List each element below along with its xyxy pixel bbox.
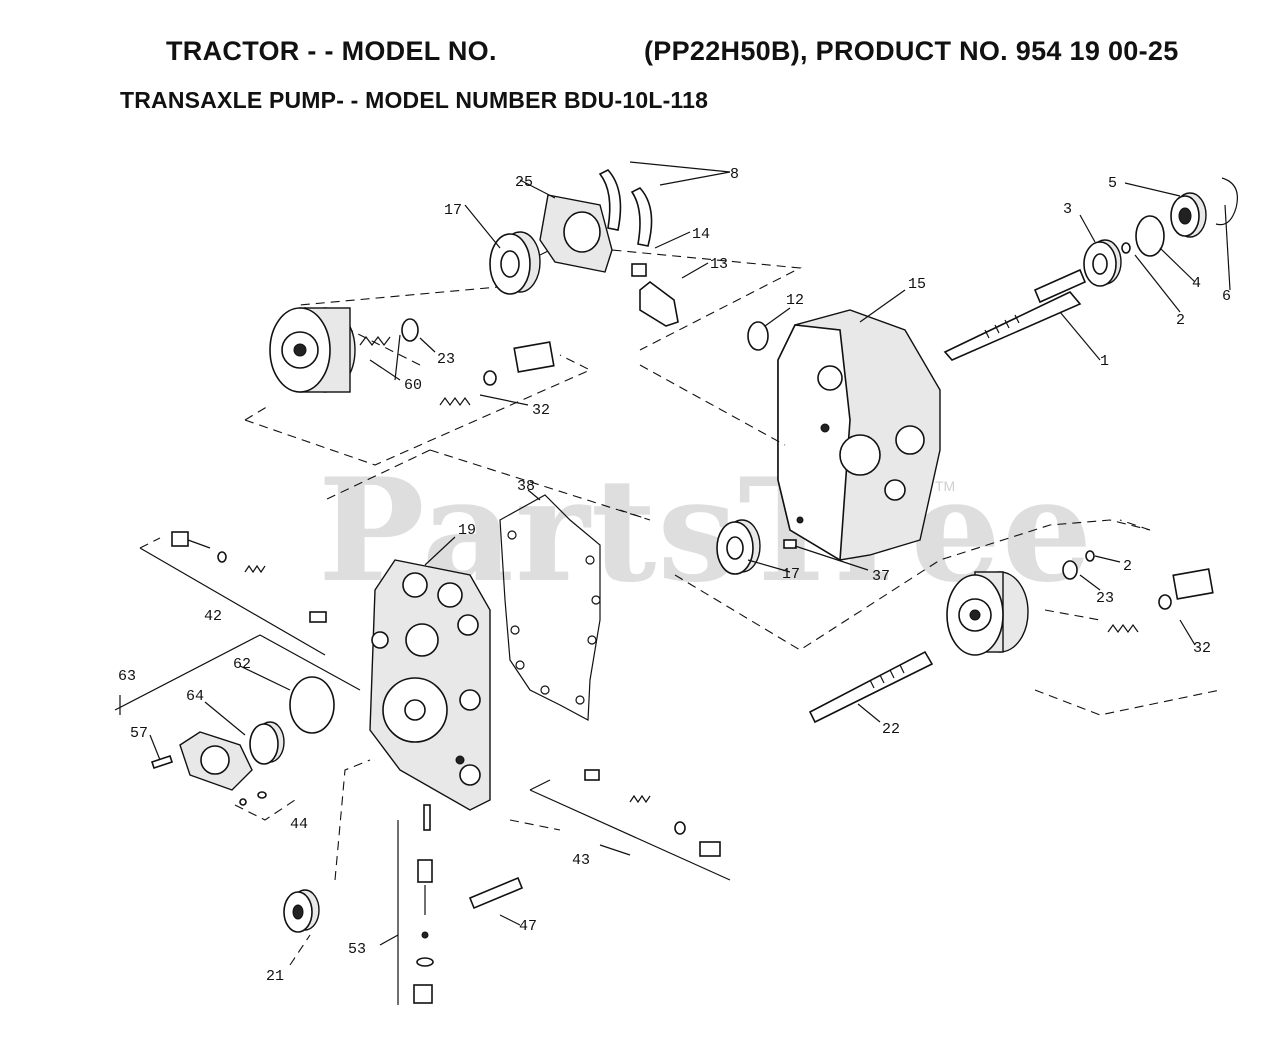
part-seal-21 (283, 889, 320, 933)
callout-37: 37 (872, 568, 890, 585)
part-seal-12 (747, 321, 769, 351)
upper-right-assembly (639, 177, 1238, 651)
page-subtitle-pump-model: TRANSAXLE PUMP- - MODEL NUMBER BDU-10L-1… (120, 87, 709, 113)
part-spring-32a (439, 396, 471, 407)
part-bolt-47 (468, 876, 524, 910)
part-pin-37 (783, 539, 797, 549)
callout-38: 38 (517, 478, 535, 495)
callout-5: 5 (1108, 175, 1117, 192)
part-ring-32a (483, 370, 497, 386)
callout-57: 57 (130, 725, 148, 742)
part-sleeve-32a (513, 341, 555, 373)
part-seal-17-top (489, 231, 541, 295)
part-spring-60 (359, 336, 391, 346)
lower-right-assembly (808, 550, 1221, 724)
callout-6: 6 (1222, 288, 1231, 305)
callout-13: 13 (710, 256, 728, 273)
part-valve-43 (584, 769, 721, 857)
part-bearing-8b (630, 187, 653, 247)
callout-2-top: 2 (1176, 312, 1185, 329)
part-bearing-5 (1170, 192, 1207, 238)
part-spring-32b (1107, 623, 1139, 634)
part-gasket-38 (324, 449, 651, 721)
part-snapring-6 (1215, 177, 1238, 226)
part-washer-2b (1085, 550, 1095, 562)
part-ring-32b (1158, 594, 1172, 610)
part-bolt-57 (150, 754, 174, 770)
part-pump-shaft-22 (808, 650, 934, 724)
part-cover-63 (179, 731, 253, 791)
callout-8: 8 (730, 166, 739, 183)
callout-14: 14 (692, 226, 710, 243)
part-bearing-3 (1083, 239, 1122, 287)
callout-44: 44 (290, 816, 308, 833)
part-swashplate-25 (539, 194, 613, 273)
callout-19: 19 (458, 522, 476, 539)
part-oring-44a (239, 798, 247, 806)
part-bearing-8a (598, 169, 622, 231)
callout-23-top: 23 (437, 351, 455, 368)
callout-23-bottom: 23 (1096, 590, 1114, 607)
callout-64: 64 (186, 688, 204, 705)
part-filter-element-64 (249, 721, 285, 765)
part-cylinder-block (269, 307, 356, 393)
callout-32-bottom: 32 (1193, 640, 1211, 657)
part-trunnion-13 (639, 280, 679, 327)
callout-labels: 8 25 17 14 13 5 3 4 6 2 12 15 1 23 60 32… (118, 166, 1231, 985)
part-sleeve-32b (1172, 568, 1214, 600)
callout-2-bottom: 2 (1123, 558, 1132, 575)
callout-4: 4 (1192, 275, 1201, 292)
callout-15: 15 (908, 276, 926, 293)
callout-22: 22 (882, 721, 900, 738)
part-pump-block-lower (946, 571, 1029, 656)
callout-12: 12 (786, 292, 804, 309)
callout-53: 53 (348, 941, 366, 958)
watermark-trademark: TM (935, 478, 956, 494)
part-washer-23 (401, 318, 419, 342)
upper-left-assembly (244, 161, 802, 466)
part-valve-42 (171, 531, 327, 623)
lower-left-assembly (114, 531, 731, 1005)
callout-21: 21 (266, 968, 284, 985)
part-washer-23b (1062, 560, 1078, 580)
part-valve-53 (413, 804, 434, 1004)
callout-25: 25 (515, 174, 533, 191)
callout-47: 47 (519, 918, 537, 935)
callout-62: 62 (233, 656, 251, 673)
part-filter-62 (289, 676, 335, 734)
part-ring-4 (1135, 215, 1165, 257)
part-housing-15 (777, 309, 941, 562)
part-center-plate-19 (369, 536, 491, 811)
part-seal-17-bottom (716, 519, 761, 575)
part-input-shaft-1 (943, 268, 1087, 361)
callout-60: 60 (404, 377, 422, 394)
page-title-product: (PP22H50B), PRODUCT NO. 954 19 00-25 (644, 36, 1179, 66)
callout-1: 1 (1100, 353, 1109, 370)
callout-63: 63 (118, 668, 136, 685)
callout-42: 42 (204, 608, 222, 625)
callout-3: 3 (1063, 201, 1072, 218)
callout-32-top: 32 (532, 402, 550, 419)
callout-17-top: 17 (444, 202, 462, 219)
part-washer-2a (1121, 242, 1131, 254)
part-oring-44b (257, 791, 267, 799)
page-title-model: TRACTOR - - MODEL NO. (166, 36, 497, 66)
part-block-14 (631, 263, 647, 277)
callout-17-bottom: 17 (782, 566, 800, 583)
callout-43: 43 (572, 852, 590, 869)
